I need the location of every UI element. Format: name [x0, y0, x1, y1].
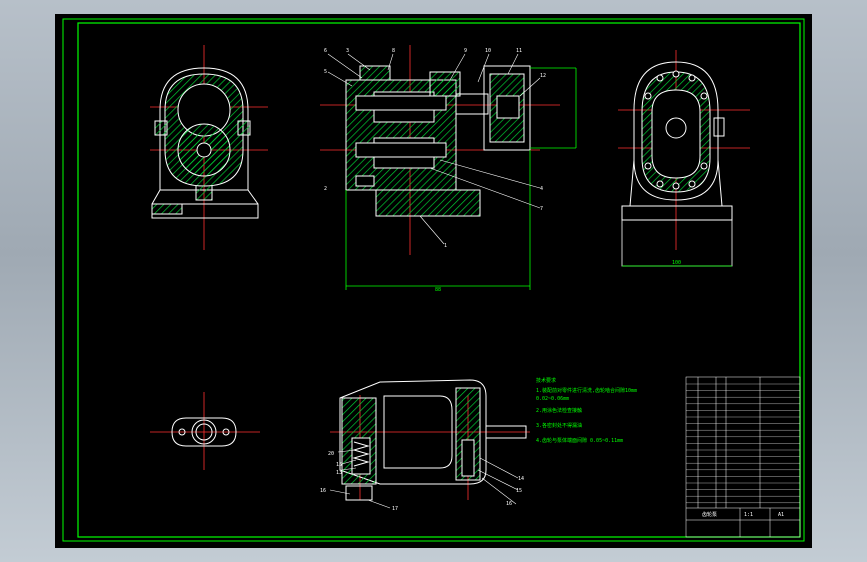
center-leaders: [327, 53, 541, 245]
part-label-20: 20: [328, 451, 334, 457]
sheet-inner-border: [77, 22, 801, 538]
center-part-labels: 6 3 8 5 9 10 11 12 2 4 7 1: [324, 48, 546, 249]
title-block-scale: 1:1: [744, 512, 753, 518]
center-section-view: 88: [320, 45, 577, 293]
part-label-10: 10: [485, 48, 491, 54]
part-label-1: 1: [444, 243, 447, 249]
part-label-17: 17: [392, 506, 398, 512]
gasket-view: [150, 392, 260, 470]
left-section-view: [150, 45, 268, 250]
sheet-outer-border: [62, 18, 805, 542]
part-label-12: 12: [540, 73, 546, 79]
part-label-11: 11: [516, 48, 522, 54]
side-width-dimension: 100: [672, 260, 681, 266]
part-label-16-left: 16: [320, 488, 326, 494]
title-block-name: 齿轮泵: [702, 511, 717, 518]
tech-req-line4: 3.各密封处不得漏油: [536, 422, 582, 429]
title-block-sheet: A1: [778, 512, 784, 518]
bottom-leaders: [329, 449, 519, 509]
part-label-8: 8: [392, 48, 395, 54]
tech-req-line5: 4.齿轮与泵体端面间隙 0.05~0.11mm: [536, 437, 623, 444]
part-label-3: 3: [346, 48, 349, 54]
part-label-6: 6: [324, 48, 327, 54]
front-width-dimension: 88: [435, 287, 441, 293]
right-side-view: 100: [618, 50, 750, 267]
tech-req-line1: 1.装配前对零件进行清洗,齿轮啮合间隙10mm: [536, 387, 637, 394]
part-label-15-left: 15: [336, 462, 342, 468]
part-label-2: 2: [324, 186, 327, 192]
part-label-7: 7: [540, 206, 543, 212]
bottom-part-labels: 20 15 13 16 17 14 15 16: [320, 451, 524, 512]
part-label-13: 13: [336, 470, 342, 476]
part-label-15-right: 15: [516, 488, 522, 494]
tech-req-title: 技术要求: [536, 377, 556, 384]
part-label-5: 5: [324, 69, 327, 75]
bottom-section-view: [330, 379, 530, 501]
parts-list-table: [685, 376, 801, 538]
title-block-text: 齿轮泵 1:1 A1: [702, 511, 784, 518]
part-label-4: 4: [540, 186, 543, 192]
part-label-14: 14: [518, 476, 524, 482]
part-label-9: 9: [464, 48, 467, 54]
tech-req-line3: 2.用涂色法检查接触: [536, 407, 582, 414]
part-label-16-right: 16: [506, 501, 512, 507]
tech-requirements: 技术要求 1.装配前对零件进行清洗,齿轮啮合间隙10mm 0.02~0.06mm…: [536, 377, 637, 444]
tech-req-line2: 0.02~0.06mm: [536, 396, 569, 402]
parts-list-rows: [686, 383, 800, 503]
